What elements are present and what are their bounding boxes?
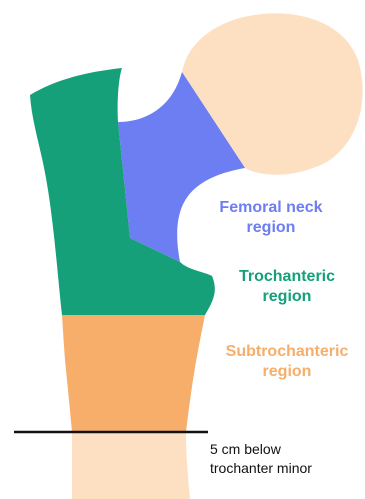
femoral-neck-region-label: Femoral neck region: [206, 198, 336, 238]
five-cm-marker-label: 5 cm below trochanter minor: [210, 440, 312, 478]
femoral-neck-label-line2: region: [206, 218, 336, 238]
marker-label-line1: 5 cm below: [210, 440, 312, 459]
trochanteric-label-line1: Trochanteric: [232, 267, 342, 287]
femoral-neck-label-line1: Femoral neck: [206, 198, 336, 218]
trochanteric-region-label: Trochanteric region: [232, 267, 342, 307]
trochanteric-label-line2: region: [232, 287, 342, 307]
femoral-shaft-shape: [72, 432, 190, 499]
marker-label-line2: trochanter minor: [210, 459, 312, 478]
subtrochanteric-label-line1: Subtrochanteric: [212, 342, 362, 362]
subtrochanteric-label-line2: region: [212, 362, 362, 382]
subtrochanteric-region-label: Subtrochanteric region: [212, 342, 362, 382]
subtrochanteric-region-shape: [62, 315, 205, 432]
